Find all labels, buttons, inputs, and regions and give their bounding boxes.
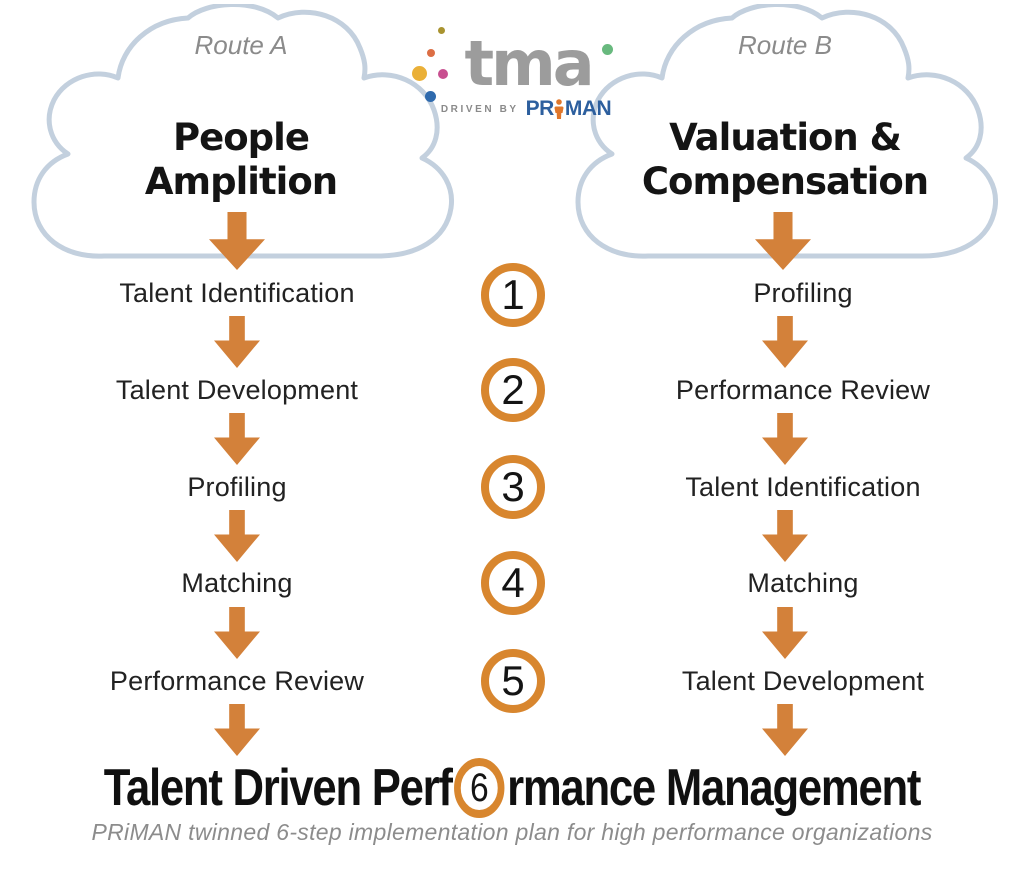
step-label: Profiling [187,472,287,502]
step-number: 5 [501,657,525,704]
step-number: 2 [501,366,525,413]
logo-dot-pink-icon [438,69,448,79]
down-arrow-icon [214,316,260,368]
logo-dot-red-icon [427,49,435,57]
bottom-title: Talent Driven Perf 6 rmance Management [82,756,942,820]
footer-subtitle: PRiMAN twinned 6-step implementation pla… [91,819,933,845]
step-label: Performance Review [675,375,931,405]
step-circle-5: 5 [481,649,545,713]
step-label: Performance Review [109,666,365,696]
step-label: Matching [181,568,293,598]
cloud-shape-icon [31,4,455,259]
logo-tagline: DRIVEN BY PR MAN [436,97,616,120]
step-number: 4 [501,559,525,606]
down-arrow-icon [214,607,260,659]
tagline-prefix: DRIVEN BY [440,103,519,115]
priman-wordmark: PR MAN [525,97,612,120]
down-arrow-icon [762,510,808,562]
logo-dot-blue-icon [425,91,436,102]
step-circle-1: 1 [481,263,545,327]
step-circle-6: 6 [454,758,505,818]
step-number: 3 [501,463,525,510]
logo-dot-green-icon [602,44,613,55]
down-arrow-icon [762,704,808,756]
priman-pre: PR [525,97,555,120]
logo-dot-yellow-icon [412,66,427,81]
step-label: Talent Identification [685,472,921,502]
down-arrow-icon [214,510,260,562]
down-arrow-icon [762,607,808,659]
cloud-shape-icon [575,4,999,259]
route-a-title: People Amplition [26,116,456,205]
step-label: Profiling [753,278,853,308]
route-b-title-line2: Compensation [641,160,929,204]
step-circle-3: 3 [481,455,545,519]
step-circle-2: 2 [481,358,545,422]
step-label: Talent Development [115,375,359,405]
step-number: 6 [470,765,489,810]
logo-dot-olive-icon [438,27,445,34]
route-a-cloud: Route A People Amplition [26,4,456,266]
route-b-title-line1: Valuation & [669,116,902,159]
step-label: Talent Development [681,666,925,696]
bottom-title-suffix: rmance Management [507,759,921,817]
route-a-title-line2: Amplition [144,160,338,204]
down-arrow-icon [214,704,260,756]
route-a-label: Route A [194,30,288,60]
step-label: Talent Identification [119,278,355,308]
route-a-title-line1: People [173,116,310,159]
down-arrow-icon [762,413,808,465]
bottom-title-prefix: Talent Driven Perf [103,759,453,817]
person-icon [554,99,564,119]
down-arrow-icon [214,413,260,465]
logo-wordmark: tma [464,27,594,100]
step-number: 1 [501,271,525,318]
route-b-label: Route B [738,30,832,60]
step-circle-4: 4 [481,551,545,615]
step-label: Matching [747,568,859,598]
down-arrow-icon [762,316,808,368]
route-b-title: Valuation & Compensation [570,116,1000,205]
priman-post: MAN [564,97,612,120]
route-b-cloud: Route B Valuation & Compensation [570,4,1000,266]
